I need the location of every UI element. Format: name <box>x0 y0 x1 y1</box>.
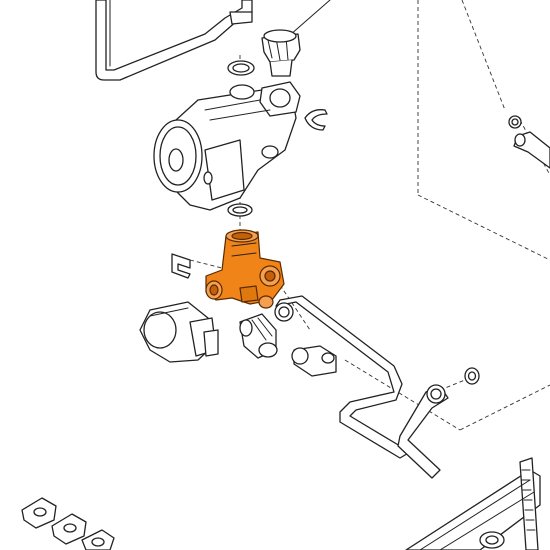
hydraulic-block-highlighted <box>205 229 285 309</box>
circulation-pump <box>153 81 301 211</box>
flexible-hose-right <box>397 131 550 479</box>
retaining-clip-upper <box>304 109 328 131</box>
bypass-pipe-assembly <box>274 295 411 459</box>
pipe-frame-top-left <box>95 0 253 81</box>
retaining-clip-left <box>171 253 191 279</box>
pipe-connector <box>239 313 278 359</box>
seal-ring-right <box>464 367 480 385</box>
chassis-panel <box>405 457 541 550</box>
pressure-sensor <box>139 301 219 363</box>
terminal-clips <box>21 497 115 550</box>
air-vent-valve <box>261 29 301 77</box>
o-ring-upper <box>227 60 255 76</box>
small-seal-upper-right <box>508 115 522 129</box>
o-ring-lower <box>227 203 253 217</box>
